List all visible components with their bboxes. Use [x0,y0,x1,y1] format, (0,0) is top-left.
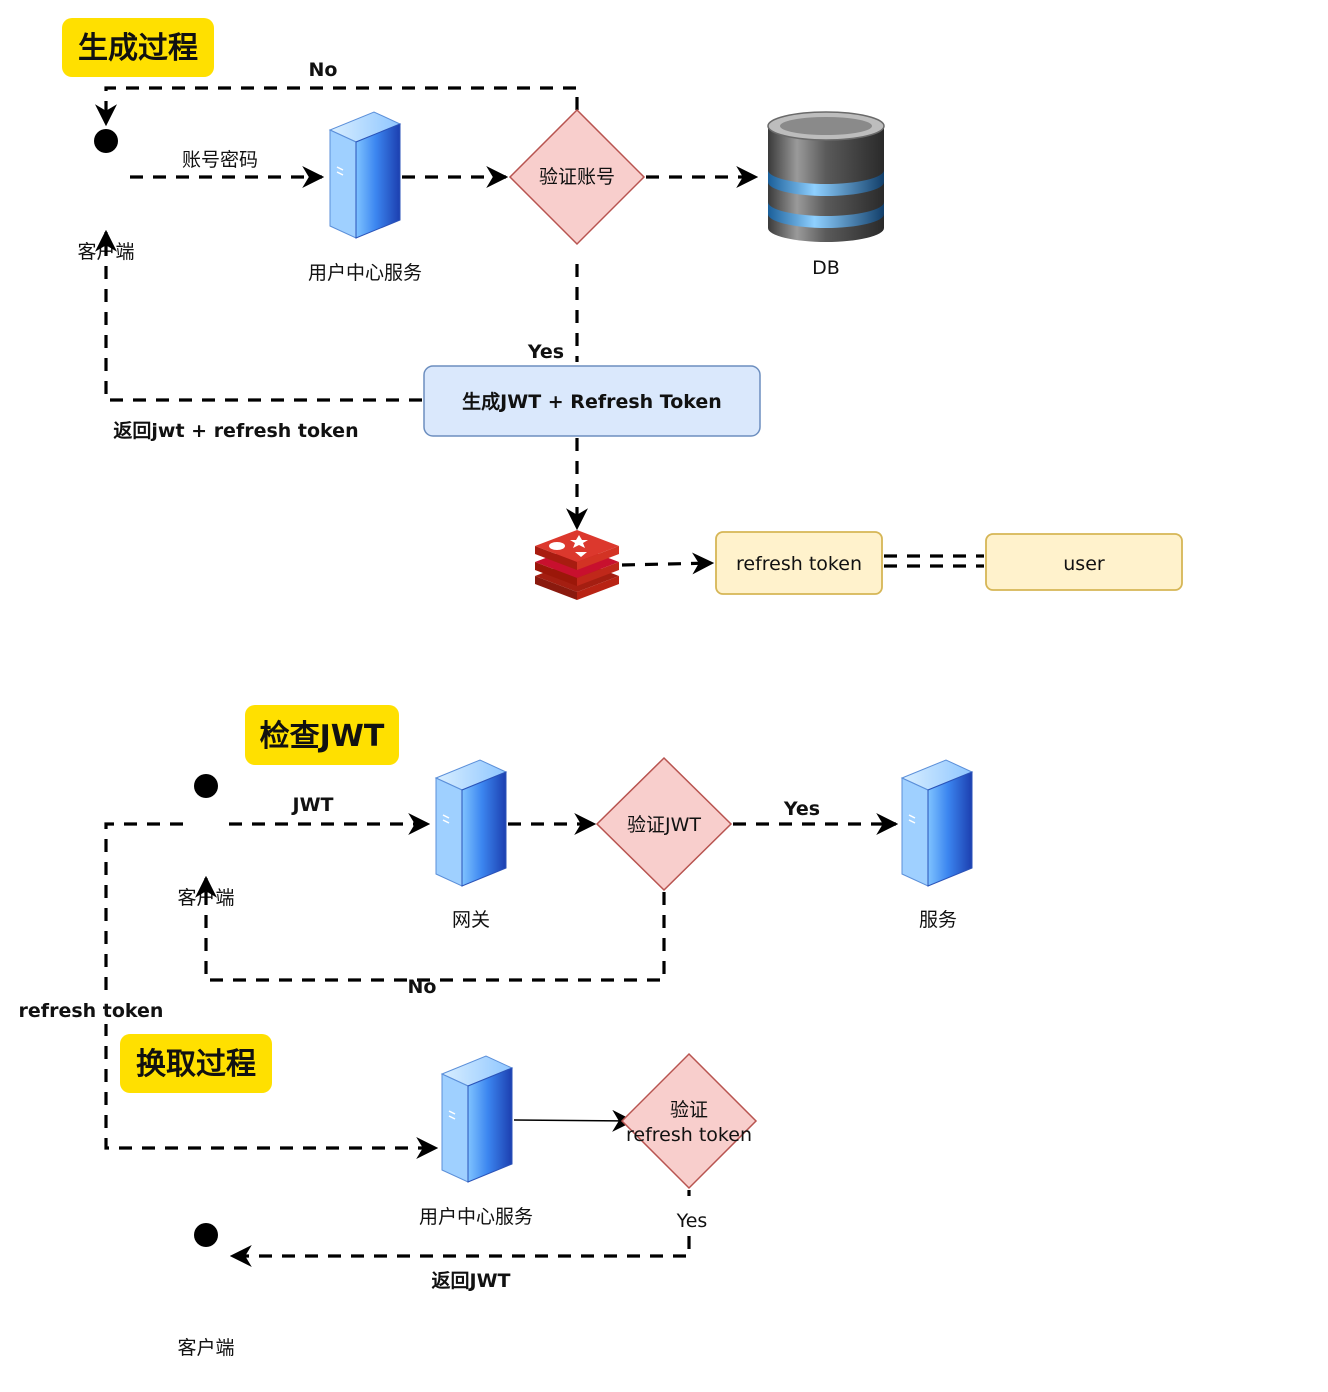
edge-label-bg [28,996,154,1024]
user-center-label-2: 用户中心服务 [419,1206,533,1228]
verify-jwt-decision: 验证JWT [595,756,733,892]
edge-label-jwt: JWT [291,794,334,816]
verify-refresh-label-2: refresh token [626,1124,752,1146]
section-title-check: 检查JWT [260,719,385,754]
edge-label-no-1: No [309,59,338,81]
edge-return-tokens [95,229,422,402]
section-tag-check: 检查JWT [245,705,399,765]
generate-tokens-label: 生成JWT + Refresh Token [462,390,722,413]
verify-refresh-decision: 验证 refresh token [620,1052,758,1190]
section-tag-bg [120,1034,272,1093]
refresh-token-store: refresh token [715,531,883,595]
redis-icon [535,530,619,600]
refresh-token-store-label: refresh token [736,553,862,575]
user-center-server-icon [441,1055,513,1183]
edge-refresh-token [104,822,439,1159]
section-tag-exchange: 换取过程 [120,1034,272,1093]
verify-refresh-label-1: 验证 [670,1099,708,1121]
user-store: user [985,533,1183,591]
section-tag-generate: 生成过程 [62,18,214,77]
edge-label-bg [670,1205,714,1229]
service-label: 服务 [919,909,957,931]
verify-account-label: 验证账号 [539,166,615,188]
edge-to-refresh-token [621,552,715,575]
edge-label-no-2: No [408,976,437,998]
edge-return-jwt [229,1236,691,1267]
edge-label-yes-1: Yes [527,341,564,363]
db-label: DB [812,257,840,279]
client-actor-icon [182,774,230,873]
user-center-server-icon [329,111,401,239]
verify-account-decision: 验证账号 [508,108,646,246]
client-label-3: 客户端 [177,1337,234,1359]
section-tag-bg [62,18,214,77]
edge-label-credentials: 账号密码 [182,149,258,171]
edge-label-return-tokens: 返回jwt + refresh token [113,420,358,442]
section-title-exchange: 换取过程 [136,1047,256,1082]
edge-label-refresh-token: refresh token [19,1000,164,1022]
section-tag-bg [245,705,399,765]
edge-label-yes-3: Yes [676,1210,708,1232]
edge-label-return-jwt: 返回JWT [432,1270,511,1292]
edge-no-retry [95,86,579,127]
user-center-label-1: 用户中心服务 [308,262,422,284]
service-server-icon [901,759,973,887]
edge-to-verify-refresh [513,1109,635,1132]
client-actor-icon [82,129,130,228]
gateway-server-icon [435,759,507,887]
section-title-generate: 生成过程 [78,31,198,66]
user-store-label: user [1063,553,1105,575]
verify-jwt-label: 验证JWT [627,814,701,836]
edge-no-client [195,875,666,982]
client-actor-icon [182,1223,230,1322]
gateway-label: 网关 [452,909,490,931]
database-icon [767,111,885,242]
generate-tokens-process: 生成JWT + Refresh Token [423,365,761,437]
edge-label-yes-2: Yes [783,798,820,820]
